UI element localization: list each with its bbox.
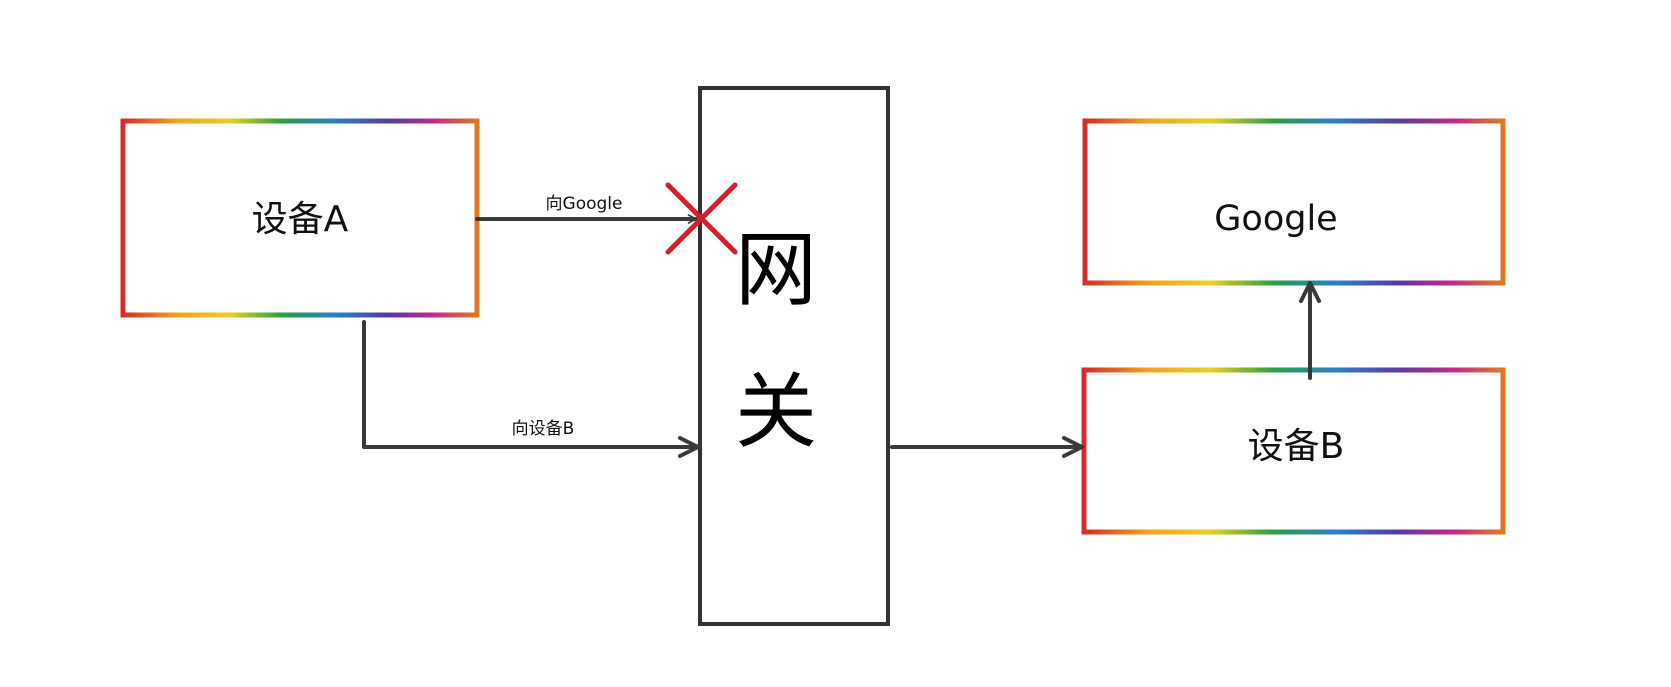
gateway-box bbox=[698, 86, 890, 626]
edge-device-a-to-device-b: 向设备B bbox=[362, 320, 700, 458]
google-box bbox=[1082, 118, 1506, 286]
device-a-box bbox=[120, 118, 480, 318]
device-a-label: 设备A bbox=[252, 199, 349, 240]
device-b-box bbox=[1081, 367, 1506, 535]
edge-device-a-to-device-b-line bbox=[362, 320, 700, 458]
device-b-label: 设备B bbox=[1248, 426, 1345, 467]
gateway-label-char-2: 关 bbox=[735, 365, 817, 460]
edge-device-a-to-google-label: 向Google bbox=[546, 194, 623, 214]
device-a-node: 设备A bbox=[120, 118, 480, 318]
gateway-node: 网 关 bbox=[698, 86, 890, 626]
gateway-label-char-1: 网 bbox=[735, 223, 817, 318]
edge-device-a-to-device-b-label: 向设备B bbox=[512, 419, 575, 439]
device-b-node: 设备B bbox=[1081, 367, 1506, 535]
google-label: Google bbox=[1214, 199, 1337, 239]
google-node: Google bbox=[1082, 118, 1506, 286]
blocked-x-icon bbox=[665, 182, 738, 255]
edge-device-a-to-google: 向Google bbox=[475, 182, 738, 255]
